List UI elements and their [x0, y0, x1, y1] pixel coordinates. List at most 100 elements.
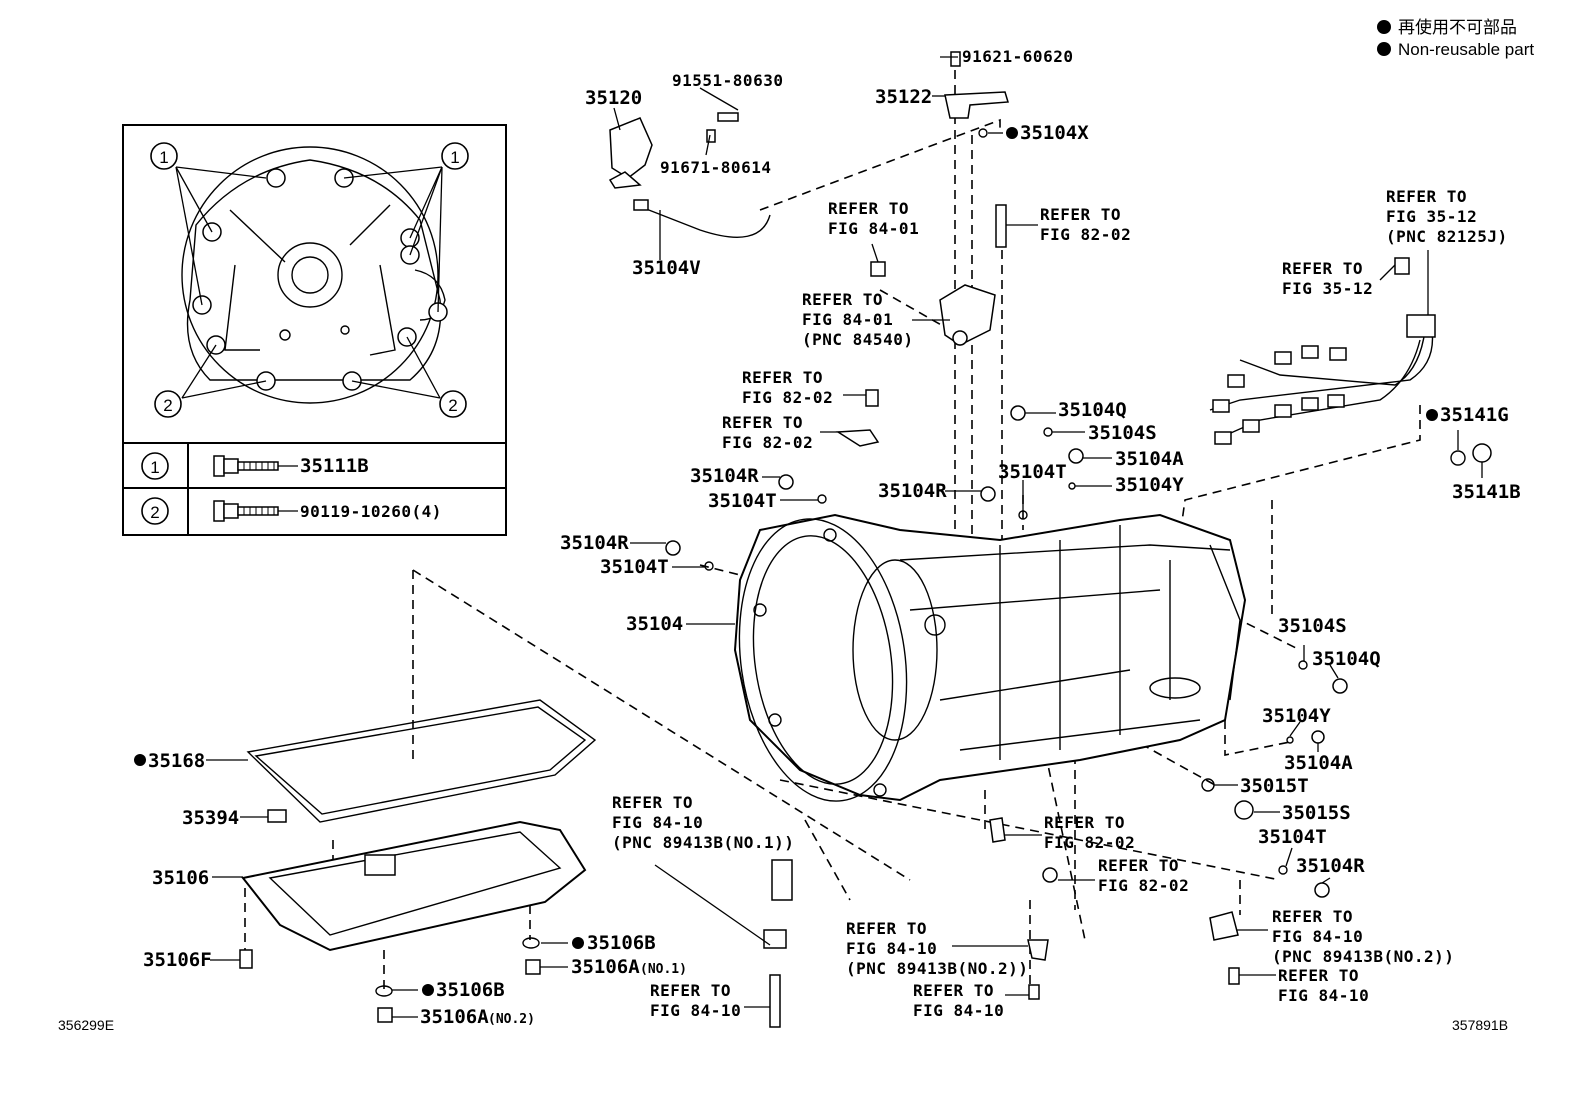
ref-label-fig-35-12: REFER TO FIG 35-12 — [1282, 259, 1373, 298]
inset-row-2-part: 90119-10260(4) — [300, 502, 442, 521]
svg-text:FIG 84-10: FIG 84-10 — [913, 1001, 1004, 1020]
svg-text:REFER TO: REFER TO — [722, 413, 803, 432]
legend-japanese: 再使用不可部品 — [1398, 17, 1517, 37]
transmission-front-view — [175, 146, 448, 404]
oil-pan-icon — [241, 820, 587, 952]
part-label-91551-80630: 91551-80630 — [672, 71, 783, 90]
svg-text:1: 1 — [159, 148, 168, 167]
ref-label-fig-82-02: REFER TO FIG 82-02 — [742, 368, 833, 407]
o-ring-icon — [1278, 865, 1288, 875]
stud-icon — [995, 204, 1007, 248]
non-reusable-dot-icon — [134, 754, 146, 766]
callout-1-left: 1 — [150, 142, 178, 170]
part-label-35104T: 35104T — [998, 461, 1067, 483]
part-icons — [608, 51, 1492, 1028]
ref-label-fig-84-10-pnc-89413b-no1: REFER TO FIG 84-10 (PNC 89413B(NO.1)) — [612, 793, 794, 852]
part-label-35104T: 35104T — [708, 490, 777, 512]
sensor-icon — [1209, 911, 1239, 941]
svg-text:FIG 82-02: FIG 82-02 — [1044, 833, 1135, 852]
sensor-icon — [1027, 939, 1049, 961]
plug-icon — [1472, 443, 1492, 463]
flange-bolt-icon — [213, 455, 279, 477]
svg-text:REFER TO: REFER TO — [913, 981, 994, 1000]
non-reusable-dot-icon — [422, 984, 434, 996]
part-label-35106F: 35106F — [143, 949, 212, 971]
o-ring-icon — [1018, 510, 1028, 520]
svg-text:(PNC 89413B(NO.2)): (PNC 89413B(NO.2)) — [1272, 947, 1454, 966]
oil-pan-group — [239, 699, 597, 1023]
part-label-35106A: 35106A — [571, 956, 640, 978]
o-ring-icon — [817, 494, 827, 504]
gasket-icon — [375, 985, 393, 997]
bolt-icon — [950, 51, 961, 67]
svg-text:FIG 84-10: FIG 84-10 — [612, 813, 703, 832]
part-label-35015T: 35015T — [1240, 775, 1309, 797]
svg-text:REFER TO: REFER TO — [802, 290, 883, 309]
ref-label-fig-84-10-pnc-89413b-no2: REFER TO FIG 84-10 (PNC 89413B(NO.2)) — [1272, 907, 1454, 966]
ref-label-fig-84-10: REFER TO FIG 84-10 — [1278, 966, 1369, 1005]
svg-text:FIG 82-02: FIG 82-02 — [1040, 225, 1131, 244]
cable-icon — [635, 204, 771, 238]
illustration-code-left: 356299E — [58, 1017, 114, 1033]
o-ring-icon — [978, 128, 988, 138]
callout-2-left: 2 — [154, 390, 182, 418]
non-reusable-dot-icon — [1377, 42, 1391, 56]
svg-text:FIG 82-02: FIG 82-02 — [722, 433, 813, 452]
ref-label-fig-82-02: REFER TO FIG 82-02 — [1040, 205, 1131, 244]
part-label-35104V: 35104V — [632, 257, 701, 279]
svg-text:REFER TO: REFER TO — [1040, 205, 1121, 224]
part-label-91621-60620: 91621-60620 — [962, 47, 1073, 66]
plug-icon — [1311, 730, 1325, 744]
svg-text:REFER TO: REFER TO — [1044, 813, 1125, 832]
svg-text:FIG 84-01: FIG 84-01 — [802, 310, 893, 329]
callout-2-right: 2 — [439, 390, 467, 418]
part-label-35106B: 35106B — [436, 979, 505, 1001]
o-ring-icon — [1450, 450, 1466, 466]
wire-harness-icon — [1209, 257, 1436, 445]
part-label-35106: 35106 — [152, 867, 209, 889]
svg-text:FIG 35-12: FIG 35-12 — [1282, 279, 1373, 298]
non-reusable-dot-icon — [1377, 20, 1391, 34]
svg-text:(PNC 82125J): (PNC 82125J) — [1386, 227, 1508, 246]
svg-text:1: 1 — [150, 458, 159, 477]
reference-labels: REFER TO FIG 84-01 REFER TO FIG 82-02 RE… — [612, 187, 1508, 1020]
illustration-code-right: 357891B — [1452, 1017, 1508, 1033]
ref-label-fig-82-02: REFER TO FIG 82-02 — [722, 413, 813, 452]
ref-label-fig-84-01-pnc-84540: REFER TO FIG 84-01 (PNC 84540) — [802, 290, 913, 349]
part-label-35015S: 35015S — [1282, 802, 1351, 824]
plug-icon — [1068, 448, 1084, 464]
callout-1-right: 1 — [441, 142, 469, 170]
plug-icon — [778, 474, 794, 490]
svg-text:REFER TO: REFER TO — [1282, 259, 1363, 278]
ref-label-fig-35-12-pnc-82125j: REFER TO FIG 35-12 (PNC 82125J) — [1386, 187, 1508, 246]
non-reusable-dot-icon — [572, 937, 584, 949]
transmission-case-35104 — [733, 513, 1247, 802]
svg-text:FIG 84-10: FIG 84-10 — [1272, 927, 1363, 946]
part-note-no1: (NO.1) — [640, 962, 687, 977]
bolt-icon — [706, 129, 716, 143]
part-label-35104X: 35104X — [1020, 122, 1089, 144]
svg-text:(PNC 89413B(NO.2)): (PNC 89413B(NO.2)) — [846, 959, 1028, 978]
part-label-35104S: 35104S — [1088, 422, 1157, 444]
svg-text:FIG 84-10: FIG 84-10 — [650, 1001, 741, 1020]
part-label-35104Y: 35104Y — [1115, 474, 1184, 496]
inset-row-1: 1 35111B — [141, 452, 369, 480]
svg-text:REFER TO: REFER TO — [650, 981, 731, 1000]
part-note-no2: (NO.2) — [488, 1012, 535, 1027]
ref-label-fig-82-02: REFER TO FIG 82-02 — [1098, 856, 1189, 895]
part-label-35104Y: 35104Y — [1262, 705, 1331, 727]
ref-label-fig-84-01: REFER TO FIG 84-01 — [828, 199, 919, 238]
bracket-icon — [835, 429, 880, 447]
neutral-switch-icon — [939, 284, 996, 346]
svg-text:REFER TO: REFER TO — [1278, 966, 1359, 985]
non-reusable-dot-icon — [1426, 409, 1438, 421]
svg-text:(PNC 84540): (PNC 84540) — [802, 330, 913, 349]
svg-text:REFER TO: REFER TO — [1098, 856, 1179, 875]
o-ring-icon — [1068, 482, 1076, 490]
svg-text:REFER TO: REFER TO — [612, 793, 693, 812]
svg-text:FIG 82-02: FIG 82-02 — [742, 388, 833, 407]
bolt-icon — [870, 261, 886, 277]
svg-text:FIG 84-10: FIG 84-10 — [846, 939, 937, 958]
part-label-35104T: 35104T — [600, 556, 669, 578]
inset-row-2: 2 90119-10260(4) — [141, 497, 442, 525]
